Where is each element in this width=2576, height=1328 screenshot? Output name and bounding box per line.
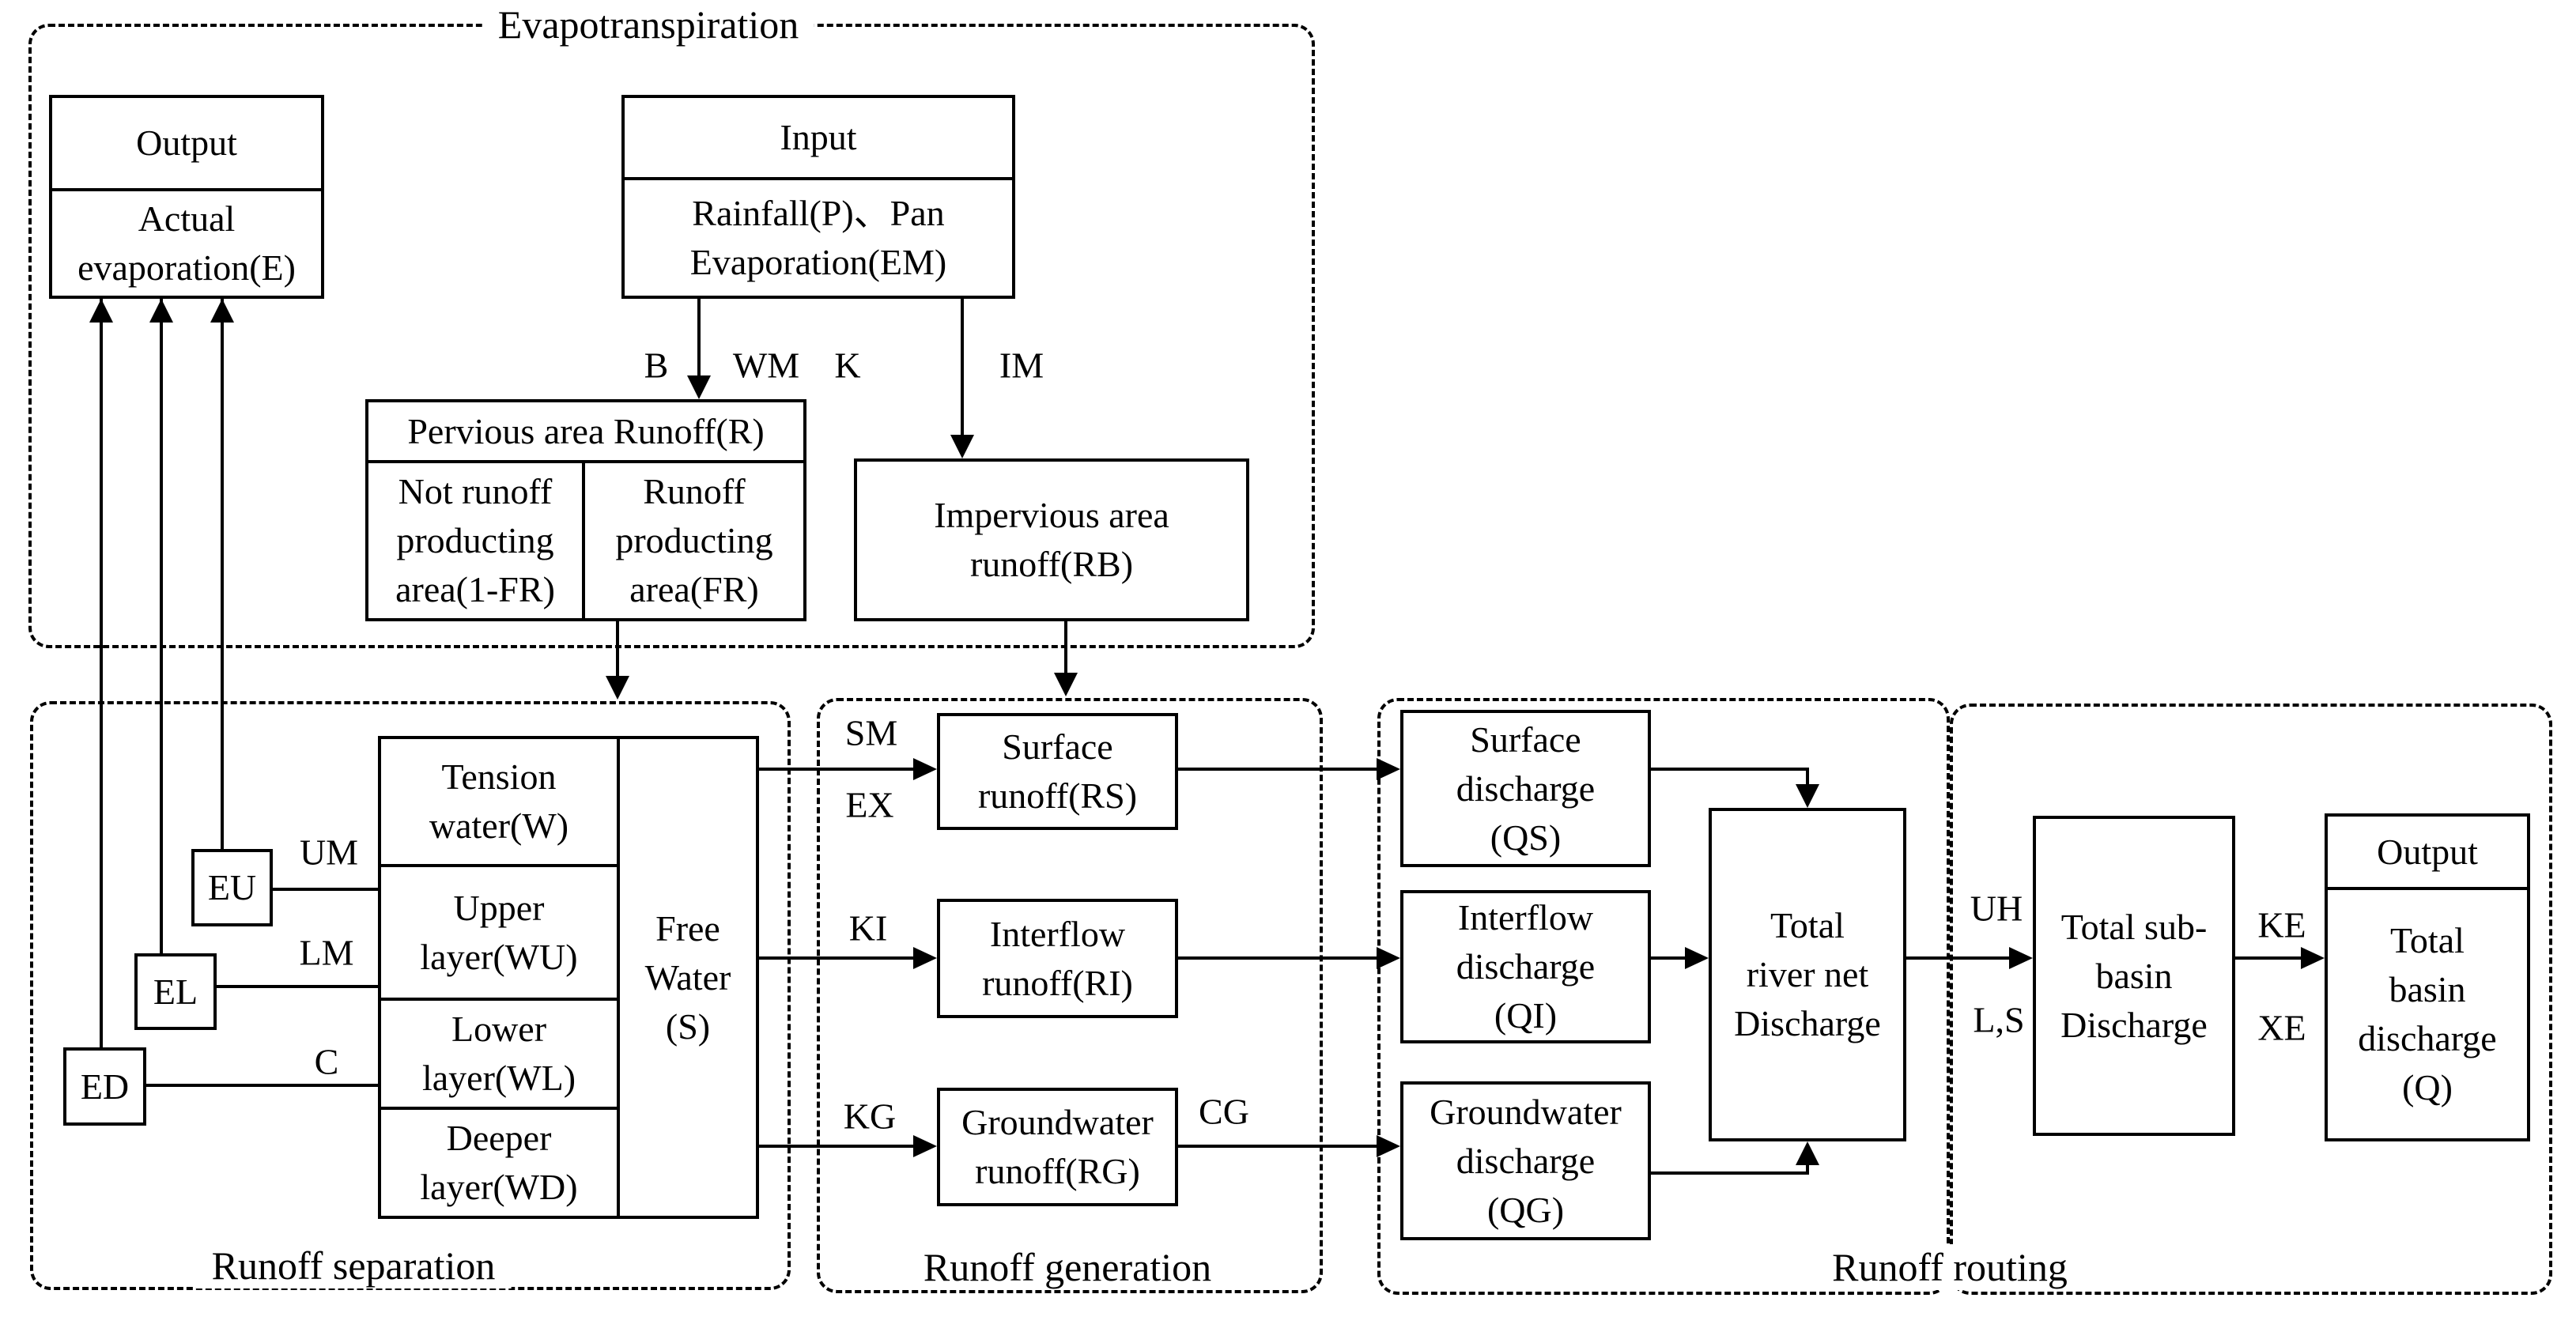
node-output-right-header: Output [2328, 817, 2527, 890]
line-el-to-actual-evaporation [160, 299, 163, 953]
node-groundwater-runoff: Groundwater runoff(RG) [937, 1088, 1178, 1206]
section-title-runoff-generation: Runoff generation [907, 1244, 1228, 1290]
node-upper-layer: Upper layer(WU) [381, 867, 617, 1001]
node-interflow-runoff: Interflow runoff(RI) [937, 899, 1178, 1018]
group-frame-runoff-generation [817, 698, 1323, 1293]
param-label-lm: LM [299, 932, 354, 973]
node-output-header: Output [52, 98, 321, 191]
node-soil-layers: Tension water(W) Upper layer(WU) Lower l… [378, 736, 759, 1219]
node-soil-layers-column: Tension water(W) Upper layer(WU) Lower l… [381, 739, 620, 1216]
group-frame-runoff-separation [30, 701, 791, 1290]
arrowhead-total-river-net-to-subbasin [2009, 947, 2033, 969]
param-label-c: C [314, 1041, 339, 1082]
node-impervious-area-runoff: Impervious area runoff(RB) [854, 458, 1249, 621]
node-pervious-area-runoff: Pervious area Runoff(R) Not runoff produ… [365, 399, 806, 621]
param-label-im: IM [999, 345, 1044, 386]
line-freewater-to-groundwater-runoff [759, 1145, 915, 1148]
param-label-ke: KE [2257, 904, 2306, 945]
param-label-cg: CG [1199, 1091, 1249, 1132]
param-label-ex: EX [845, 784, 894, 825]
section-title-evapotranspiration: Evapotranspiration [482, 2, 815, 47]
node-runoff-producting-area: Runoff producting area(FR) [615, 471, 773, 609]
arrowhead-groundwater-discharge-to-total-river-net [1796, 1141, 1819, 1165]
line-groundwater-runoff-to-groundwater-discharge [1178, 1145, 1378, 1148]
node-deeper-layer: Deeper layer(WD) [420, 1118, 578, 1207]
arrowhead-eu-up [210, 299, 234, 323]
param-label-ls: L,S [1973, 999, 2025, 1040]
param-label-wm: WM [732, 345, 800, 386]
node-input-header: Input [625, 98, 1012, 180]
arrowhead-freewater-to-groundwater-runoff [913, 1135, 937, 1157]
node-eu: EU [191, 849, 273, 926]
arrowhead-interflow-runoff-to-interflow-discharge [1377, 947, 1400, 969]
line-subbasin-to-basin-output [2235, 956, 2302, 960]
line-eu-to-soil-layers [273, 888, 378, 891]
node-total-basin-discharge-label: Total basin discharge (Q) [2358, 920, 2497, 1107]
group-frame-runoff-routing-right [1950, 704, 2552, 1295]
arrowhead-input-to-pervious [687, 375, 711, 399]
line-input-to-pervious [697, 299, 701, 378]
line-pervious-to-runoff-separation [616, 621, 619, 678]
node-rainfall-pan-evaporation-label: Rainfall(P)、Pan Evaporation(EM) [689, 193, 947, 282]
arrowhead-input-to-impervious [950, 435, 974, 458]
line-ed-to-soil-layers [146, 1084, 378, 1087]
param-label-k: K [834, 345, 861, 386]
line-groundwater-discharge-elbow [1651, 1171, 1809, 1175]
arrowhead-surface-discharge-to-total-river-net [1796, 784, 1819, 808]
section-title-runoff-routing: Runoff routing [1816, 1244, 2083, 1290]
line-surface-discharge-elbow [1651, 768, 1809, 771]
arrowhead-ed-up [89, 299, 113, 323]
node-interflow-discharge: Interflow discharge (QI) [1400, 890, 1651, 1043]
line-input-to-impervious [961, 299, 964, 439]
param-label-sm: SM [844, 712, 898, 753]
param-label-ki: KI [848, 907, 888, 949]
node-free-water: Free Water (S) [644, 907, 731, 1047]
arrowhead-subbasin-to-basin-output [2301, 947, 2325, 969]
node-ed: ED [63, 1047, 146, 1126]
node-actual-evaporation-label: Actual evaporation(E) [77, 198, 296, 288]
section-title-runoff-separation: Runoff separation [195, 1243, 512, 1288]
line-el-to-soil-layers [217, 985, 378, 988]
group-frame-runoff-routing-left [1377, 698, 1950, 1295]
line-groundwater-discharge-rise [1806, 1162, 1809, 1175]
node-output-actual-evaporation: Output Actual evaporation(E) [49, 95, 324, 299]
arrowhead-impervious-to-runoff-generation [1054, 673, 1078, 696]
line-freewater-to-interflow-runoff [759, 956, 915, 960]
line-surface-discharge-drop [1806, 768, 1809, 787]
line-surface-runoff-to-surface-discharge [1178, 768, 1378, 771]
line-freewater-to-surface-runoff [759, 768, 915, 771]
arrowhead-groundwater-runoff-to-groundwater-discharge [1377, 1135, 1400, 1157]
node-pervious-title: Pervious area Runoff(R) [368, 402, 803, 463]
node-input-rainfall-evaporation: Input Rainfall(P)、Pan Evaporation(EM) [621, 95, 1015, 299]
arrowhead-interflow-discharge-to-total-river-net [1685, 947, 1709, 969]
param-label-kg: KG [843, 1096, 897, 1137]
line-ed-to-actual-evaporation [100, 299, 103, 1047]
line-interflow-runoff-to-interflow-discharge [1178, 956, 1378, 960]
param-label-um: UM [299, 832, 359, 873]
arrowhead-el-up [149, 299, 173, 323]
arrowhead-surface-runoff-to-surface-discharge [1377, 758, 1400, 780]
arrowhead-freewater-to-interflow-runoff [913, 947, 937, 969]
param-label-uh: UH [1970, 888, 2023, 929]
line-total-river-net-to-subbasin [1906, 956, 2011, 960]
param-label-xe: XE [2257, 1007, 2306, 1048]
line-eu-to-actual-evaporation [221, 299, 224, 849]
line-impervious-to-runoff-generation [1064, 621, 1067, 675]
node-output-total-basin-discharge: Output Total basin discharge (Q) [2325, 813, 2530, 1141]
node-groundwater-discharge: Groundwater discharge (QG) [1400, 1081, 1651, 1240]
node-lower-layer: Lower layer(WL) [381, 1001, 617, 1110]
arrowhead-pervious-to-runoff-separation [606, 676, 629, 700]
node-surface-discharge: Surface discharge (QS) [1400, 710, 1651, 867]
node-pervious-subcells: Not runoff producting area(1-FR) Runoff … [368, 463, 803, 618]
param-label-b: B [644, 345, 669, 386]
node-not-runoff-producting-area: Not runoff producting area(1-FR) [368, 463, 585, 618]
node-el: EL [134, 953, 217, 1030]
arrowhead-freewater-to-surface-runoff [913, 758, 937, 780]
node-total-river-net-discharge: Total river net Discharge [1709, 808, 1906, 1141]
node-surface-runoff: Surface runoff(RS) [937, 713, 1178, 830]
line-interflow-discharge-to-total-river-net [1651, 956, 1686, 960]
node-tension-water: Tension water(W) [381, 739, 617, 867]
node-total-subbasin-discharge: Total sub- basin Discharge [2033, 816, 2235, 1136]
